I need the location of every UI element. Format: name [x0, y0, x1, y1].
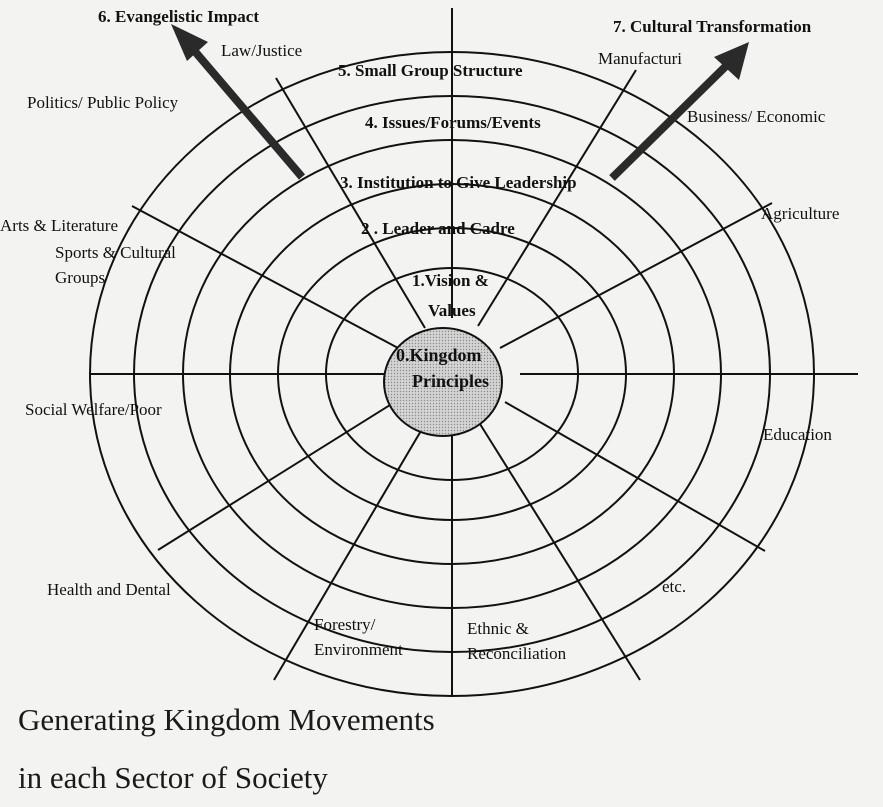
spoke-etc: [479, 423, 641, 681]
ring-label-5: 5. Small Group Structure: [338, 61, 523, 80]
sector-spokes: [90, 8, 858, 695]
ring-label-4: 4. Issues/Forums/Events: [365, 113, 541, 132]
ring-label-3: 3. Institution to Give Leadership: [340, 173, 577, 192]
sector-manufacturing: Manufacturi: [598, 49, 682, 68]
sector-forestry-line2: Environment: [314, 640, 403, 659]
spoke-law: [275, 77, 426, 329]
ring-label-2: 2 . Leader and Cadre: [361, 219, 515, 238]
arrow-label-cultural-transformation: 7. Cultural Transformation: [613, 17, 812, 36]
sector-ethnic-line2: Reconciliation: [467, 644, 567, 663]
spoke-manufacturing: [477, 69, 637, 327]
spoke-education-low: [504, 401, 766, 552]
sector-politics: Politics/ Public Policy: [27, 93, 179, 112]
caption-line-1: Generating Kingdom Movements: [18, 702, 435, 737]
sector-arts: Arts & Literature: [0, 216, 118, 235]
cultural-transformation-arrowhead-icon: [714, 42, 749, 80]
cultural-transformation-arrow-shaft: [609, 63, 729, 181]
kingdom-principles-core: [383, 327, 503, 437]
sector-health: Health and Dental: [47, 580, 171, 599]
sector-sports-line1: Sports & Cultural: [55, 243, 176, 262]
sector-sports-line2: Groups: [55, 268, 105, 287]
sector-forestry-line1: Forestry/: [314, 615, 376, 634]
spoke-agriculture: [499, 202, 773, 349]
sector-agriculture: Agriculture: [761, 204, 839, 223]
sector-etc: etc.: [662, 577, 686, 596]
ring-labels: 1.Vision & Values 2 . Leader and Cadre 3…: [338, 61, 577, 320]
spoke-forestry: [273, 423, 426, 681]
spoke-health: [157, 399, 399, 551]
evangelistic-impact-arrowhead-icon: [171, 24, 208, 61]
ring-label-1a: 1.Vision &: [412, 271, 489, 290]
sector-business: Business/ Economic: [687, 107, 826, 126]
ring-label-1b: Values: [428, 301, 476, 320]
core-label-line1: 0.Kingdom: [396, 345, 482, 365]
sector-law-justice: Law/Justice: [221, 41, 302, 60]
arrows: [171, 24, 749, 181]
sector-labels: Law/Justice Politics/ Public Policy Arts…: [0, 41, 839, 663]
evangelistic-impact-arrow-shaft: [188, 45, 306, 180]
sector-social-welfare: Social Welfare/Poor: [25, 400, 162, 419]
core-label-line2: Principles: [412, 371, 489, 391]
arrow-label-evangelistic-impact: 6. Evangelistic Impact: [98, 7, 259, 26]
sector-ethnic-line1: Ethnic &: [467, 619, 529, 638]
caption-line-2: in each Sector of Society: [18, 760, 328, 795]
core-label: 0.Kingdom Principles: [396, 345, 489, 391]
spoke-arts: [131, 205, 399, 349]
sector-education: Education: [763, 425, 832, 444]
